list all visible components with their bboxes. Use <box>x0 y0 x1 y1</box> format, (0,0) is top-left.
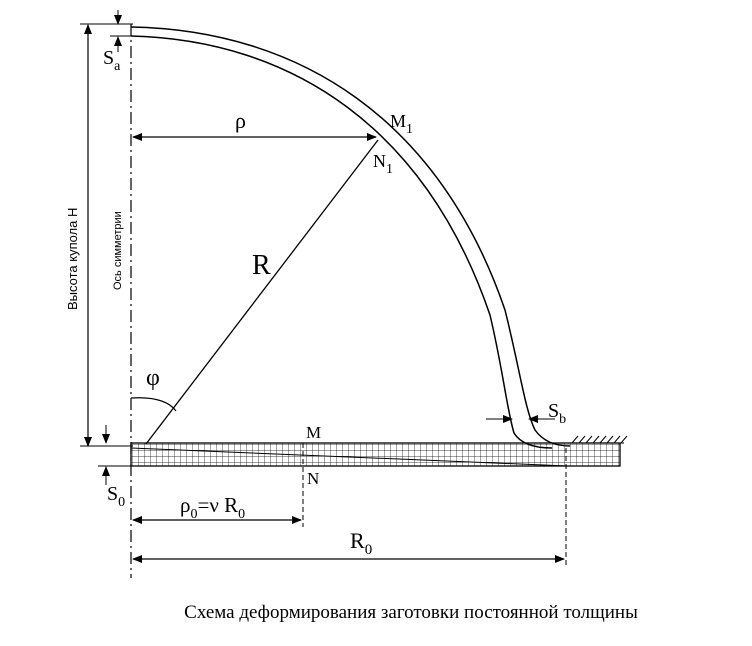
label-m: M <box>306 423 321 442</box>
label-r: R <box>252 250 271 281</box>
label-sa: Sa <box>103 47 121 74</box>
label-n: N <box>307 469 319 488</box>
clamp-hatching <box>568 435 628 444</box>
diagram-caption: Схема деформирования заготовки постоянно… <box>184 602 638 623</box>
label-dome-height: Высота купола Н <box>65 208 80 310</box>
label-rho: ρ <box>235 108 246 133</box>
dome-outer-curve <box>130 26 571 447</box>
label-n1: N1 <box>373 151 393 177</box>
radius-line <box>145 139 379 445</box>
blank-deform-line <box>130 447 569 467</box>
label-r0: R0 <box>350 528 372 558</box>
blank-plate <box>130 442 621 467</box>
label-s0: S0 <box>107 483 125 510</box>
label-sb: Sb <box>548 400 566 427</box>
label-symmetry-axis: Ось симметрии <box>112 211 124 290</box>
label-phi: φ <box>146 365 160 391</box>
label-m1: M1 <box>390 111 413 137</box>
dome-inner-curve <box>130 35 553 449</box>
label-rho0: ρ0=ν R0 <box>180 493 245 522</box>
phi-arc <box>130 397 177 412</box>
